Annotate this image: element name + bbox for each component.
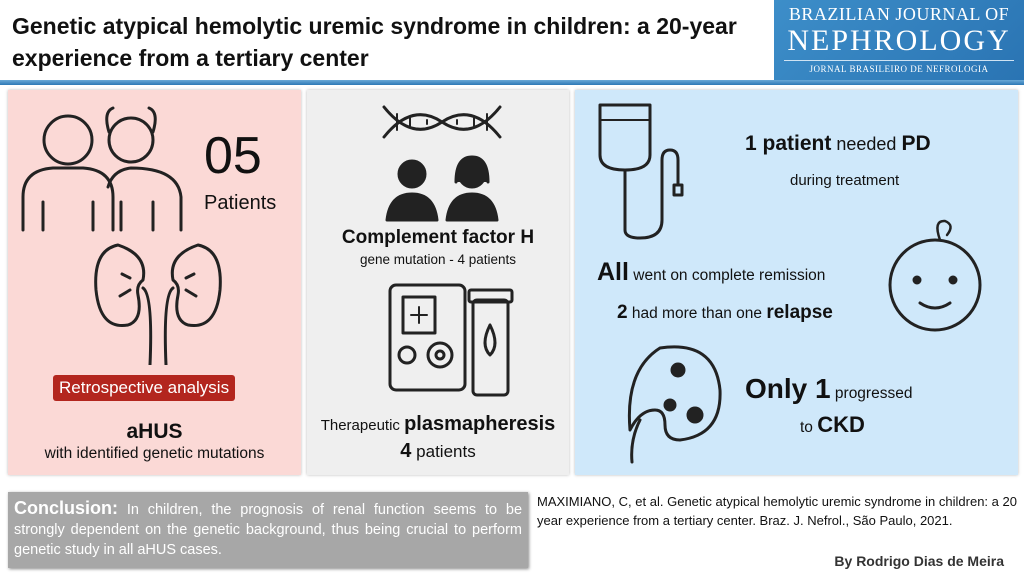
author: By Rodrigo Dias de Meira [834, 553, 1004, 569]
page-title: Genetic atypical hemolytic uremic syndro… [12, 13, 737, 71]
therapy-count: 4 [400, 440, 412, 462]
ckd-to-line: to CKD [800, 412, 865, 438]
therapy-name: plasmapheresis [404, 413, 556, 435]
genetics-panel: Complement factor H gene mutation - 4 pa… [307, 90, 569, 475]
logo-line1: Brazilian Journal of [788, 4, 1010, 24]
logo-line2: NEPHROLOGY [787, 24, 1011, 57]
retrospective-badge: Retrospective analysis [53, 375, 236, 401]
relapse-term: relapse [766, 302, 833, 323]
ckd-term: CKD [817, 412, 865, 437]
ckd-line: Only 1 progressed [745, 373, 912, 405]
conclusion-label: Conclusion: [14, 498, 118, 518]
divider [0, 80, 1024, 85]
pd-term: PD [901, 132, 931, 155]
cfh-heading: Complement factor H [341, 227, 535, 248]
all-label: All [597, 258, 629, 286]
ahus-heading: aHUS [126, 420, 183, 443]
remission-text: went on complete remission [633, 267, 826, 284]
remission-line: All went on complete remission [597, 258, 825, 287]
baby-face-icon [888, 219, 982, 332]
patient-count-label: Patients [204, 192, 277, 214]
pd-sub: during treatment [790, 172, 900, 189]
dna-icon [382, 105, 502, 139]
only-text: progressed [834, 385, 913, 402]
outcomes-panel: 1 patient needed PD during treatment All… [575, 90, 1018, 475]
therapy-count-label: patients [416, 442, 476, 461]
cfh-sub: gene mutation - 4 patients [359, 252, 517, 267]
conclusion-box: Conclusion: In children, the prognosis o… [8, 492, 528, 568]
relapse-text: had more than one [631, 305, 763, 322]
relapse-line: 2 had more than one relapse [617, 302, 833, 324]
therapy-prefix: Therapeutic [320, 417, 400, 434]
patients-panel: 05 Patients Retrospective analysis aHUS … [8, 90, 301, 475]
people-icon [385, 155, 499, 222]
conclusion-text: In children, the prognosis of renal func… [14, 502, 523, 558]
kidneys-icon [94, 243, 222, 365]
pd-mid: needed [836, 134, 897, 154]
patient-count: 05 [204, 127, 262, 185]
therapy-line: Therapeutic plasmapheresis [307, 413, 569, 436]
reference: MAXIMIANO, C, et al. Genetic atypical he… [537, 494, 1017, 528]
diseased-kidney-icon [627, 345, 722, 464]
pd-count: 1 patient [745, 132, 832, 155]
iv-bag-icon [598, 103, 684, 240]
plasmapheresis-machine-icon [388, 283, 514, 397]
to-text: to [800, 419, 813, 436]
journal-logo: Brazilian Journal of NEPHROLOGY Jornal B… [774, 0, 1024, 80]
ahus-sub: with identified genetic mutations [44, 445, 265, 462]
relapse-count: 2 [617, 302, 628, 323]
therapy-count-line: 4 patients [307, 440, 569, 463]
logo-line3: Jornal Brasileiro de Nefrologia [784, 60, 1014, 74]
only-label: Only 1 [745, 373, 831, 404]
pd-line: 1 patient needed PD [745, 132, 931, 156]
children-icon [21, 106, 183, 232]
